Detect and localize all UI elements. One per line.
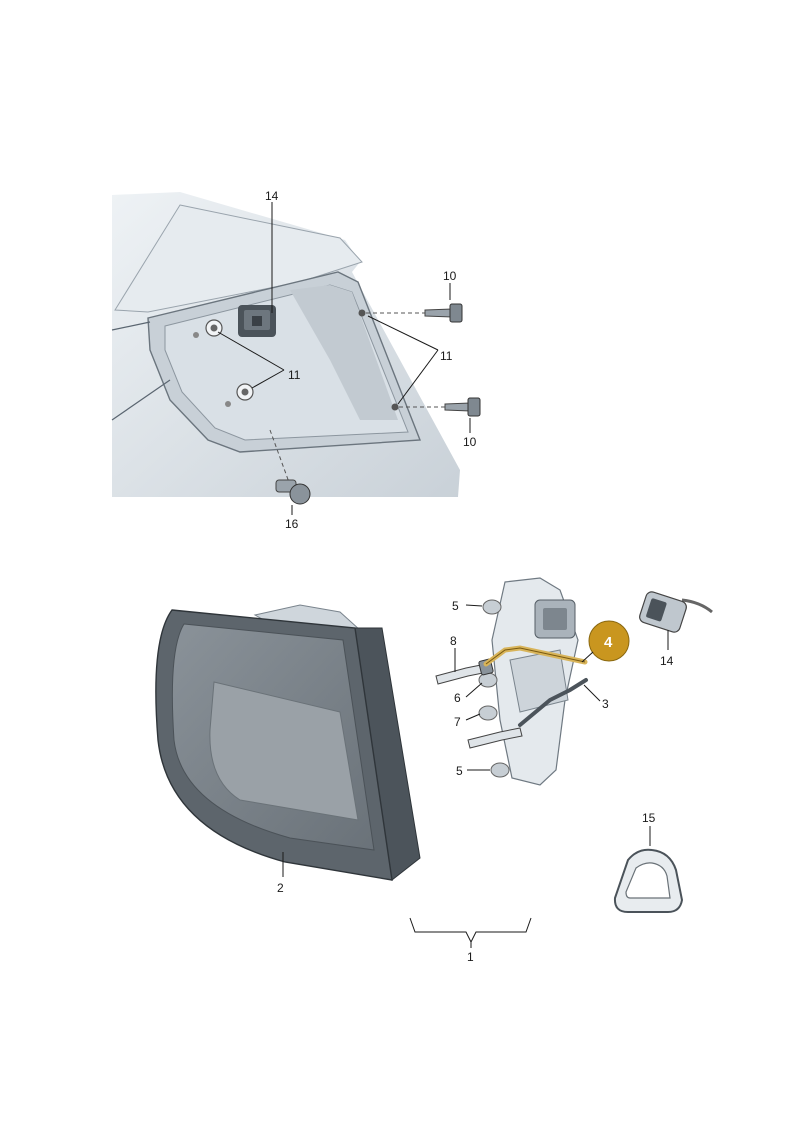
nut-left-lower-hole [241,388,249,396]
callout-6: 6 [454,691,461,705]
callout-3: 3 [602,697,609,711]
vehicle-rear-quarter [111,192,460,497]
connector-socket [238,305,276,337]
screw-lower [399,397,481,417]
callout-10-lower: 10 [463,435,477,449]
leader-7 [465,713,481,721]
leader-4 [581,651,594,663]
leader-5-top [465,604,483,607]
gasket-15-inner [625,862,671,899]
callout-7: 7 [454,715,461,729]
hole-right-lower [391,403,399,411]
lamp-reflector-window [209,681,359,821]
callout-11-right: 11 [440,349,453,363]
callout-2: 2 [277,881,284,895]
body-crease [111,379,171,421]
group-brace-1 [409,917,532,944]
body-edge [111,321,151,331]
carrier-plug-inner [543,608,567,630]
callout-4: 4 [604,634,613,651]
leader-11-left-a [217,331,285,371]
callout-14-lower: 14 [660,654,674,668]
screw-upper [366,303,463,323]
connector-plug [639,591,713,633]
bulb-6 [478,672,498,688]
callout-8: 8 [450,634,457,648]
bulb-5-lower [490,762,510,778]
leader-3 [583,684,601,702]
wiring-harness-4-outline [485,647,586,665]
leader-11-right-a [367,315,439,351]
callout-10-upper: 10 [443,269,457,283]
callout-16: 16 [285,517,299,531]
hole-left-upper [193,332,199,338]
highlight-badge-4 [588,620,630,662]
bulb-5-upper [482,599,502,615]
callout-11-left: 11 [288,368,301,382]
callout-14-top: 14 [265,189,279,203]
bulb-carrier [478,577,579,786]
leader-6 [465,682,483,698]
leader-11-right-b [397,349,439,405]
hole-right-upper [358,309,366,317]
callout-15: 15 [642,811,656,825]
nut-left-upper-hole [210,324,218,332]
recess-floor-shadow [290,285,398,420]
tail-lamp [155,604,421,881]
leader-11-left-b [251,369,285,389]
mounting-stud [269,429,311,505]
bulb-7 [478,705,498,721]
wiring-harness-3 [518,678,588,727]
callout-5-bottom: 5 [456,764,463,778]
bulb-lower-capless [467,727,523,749]
hole-left-lower [225,401,231,407]
callout-1: 1 [467,950,474,964]
callout-5-top: 5 [452,599,459,613]
